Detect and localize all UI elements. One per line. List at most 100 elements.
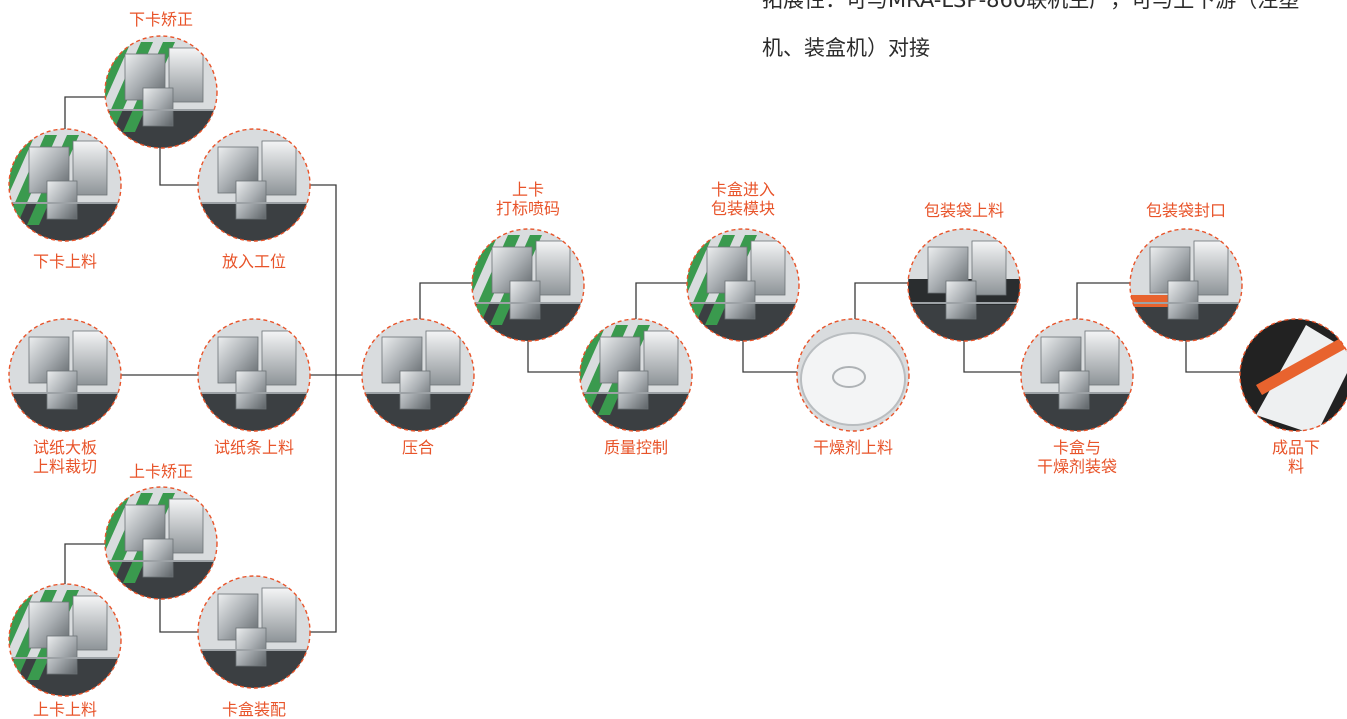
machine-part <box>643 330 679 386</box>
station-circle-border <box>8 583 122 697</box>
card-conveyor-icon <box>8 128 122 242</box>
station-circle-border <box>686 228 800 342</box>
strip-feeder-icon <box>197 318 311 432</box>
station-circle-border <box>579 318 693 432</box>
machine-part <box>724 280 756 320</box>
machine-part <box>72 140 108 196</box>
machine-part <box>1084 330 1120 386</box>
machine-part <box>168 47 204 103</box>
station-circle-border <box>104 35 218 149</box>
conveyor-belt <box>105 493 131 583</box>
station-label: 干燥剂上料 <box>812 438 894 457</box>
station-illustration <box>362 319 474 431</box>
bag-sealer-icon <box>1129 228 1243 342</box>
machine-part <box>72 595 108 651</box>
station-circle-border <box>197 318 311 432</box>
station-illustration <box>1240 319 1347 431</box>
station-label: 上卡矫正 <box>128 462 194 481</box>
station-label: 质量控制 <box>603 438 669 457</box>
machine-part <box>535 240 571 296</box>
machine-part <box>261 330 297 386</box>
station-illustration <box>9 584 121 696</box>
marking-printer-icon <box>471 228 585 342</box>
bagging-machine-icon <box>1020 318 1134 432</box>
machine-part <box>945 280 977 320</box>
machine-part <box>617 370 649 410</box>
station-circle-border <box>1129 228 1243 342</box>
intro-text: 拓展性：可与MRA-LSP-860联机生产，可与上下游（注塑 机、装盒机）对接 <box>762 0 1300 60</box>
machine-part <box>425 330 461 386</box>
station-illustration <box>580 319 692 431</box>
conveyor-belt <box>9 135 35 225</box>
station-illustration <box>9 319 121 431</box>
connector-line <box>159 148 198 186</box>
conveyor-belt <box>580 325 606 415</box>
station-circle-border <box>361 318 475 432</box>
machine-part <box>46 635 78 675</box>
station-circle-border <box>796 318 910 432</box>
packaging-entry-icon <box>686 228 800 342</box>
connector-line <box>742 341 797 373</box>
desiccant-tray-icon <box>796 318 910 432</box>
station-circle-border <box>471 228 585 342</box>
station-label: 放入工位 <box>221 252 287 271</box>
tray-shape <box>800 332 906 426</box>
station-label: 上卡上料 <box>32 700 98 719</box>
station-circle-border <box>907 228 1021 342</box>
station-circle-border <box>1020 318 1134 432</box>
station-label: 成品下料 <box>1271 438 1320 476</box>
machine-part <box>142 87 174 127</box>
connector-line <box>310 184 337 633</box>
station-illustration <box>908 229 1020 341</box>
finished-product-icon <box>1239 318 1347 432</box>
conveyor-belt <box>472 235 498 325</box>
station-label: 卡盒装配 <box>221 700 287 719</box>
station-label: 下卡矫正 <box>128 10 194 29</box>
machine-part <box>168 498 204 554</box>
quality-inspection-icon <box>579 318 693 432</box>
conveyor-belt <box>687 235 713 325</box>
station-label: 试纸条上料 <box>213 438 295 457</box>
machine-part <box>261 140 297 196</box>
card-conveyor-icon <box>8 583 122 697</box>
connector-line <box>64 543 105 584</box>
machine-part <box>1058 370 1090 410</box>
connector-line <box>419 282 472 319</box>
machine-part <box>235 370 267 410</box>
machine-part <box>261 587 297 643</box>
station-illustration <box>797 319 909 431</box>
connector-line <box>854 282 908 319</box>
station-illustration <box>198 576 310 688</box>
conveyor-belt <box>105 42 131 132</box>
station-circle-border <box>104 486 218 600</box>
conveyor-belt <box>9 590 35 680</box>
station-circle-border <box>1239 318 1347 432</box>
machine-part <box>1167 280 1199 320</box>
machine-part <box>971 240 1007 296</box>
station-illustration <box>9 129 121 241</box>
connector-line <box>1185 341 1240 373</box>
station-label: 卡盒与 干燥剂装袋 <box>1036 438 1118 476</box>
machine-part <box>1193 240 1229 296</box>
station-circle-border <box>8 128 122 242</box>
station-illustration <box>105 487 217 599</box>
station-label: 上卡 打标喷码 <box>495 180 561 218</box>
station-illustration <box>105 36 217 148</box>
station-label: 压合 <box>401 438 435 457</box>
station-illustration <box>472 229 584 341</box>
station-illustration <box>198 129 310 241</box>
placement-station-icon <box>197 128 311 242</box>
station-label: 卡盒进入 包装模块 <box>710 180 776 218</box>
station-label: 包装袋上料 <box>923 201 1005 220</box>
bag-feeder-icon <box>907 228 1021 342</box>
connector-line <box>64 96 105 129</box>
board-cutter-icon <box>8 318 122 432</box>
machine-part <box>399 370 431 410</box>
press-machine-icon <box>361 318 475 432</box>
station-label: 下卡上料 <box>32 252 98 271</box>
station-circle-border <box>197 575 311 689</box>
connector-line <box>527 341 580 373</box>
machine-part <box>46 180 78 220</box>
machine-part <box>509 280 541 320</box>
